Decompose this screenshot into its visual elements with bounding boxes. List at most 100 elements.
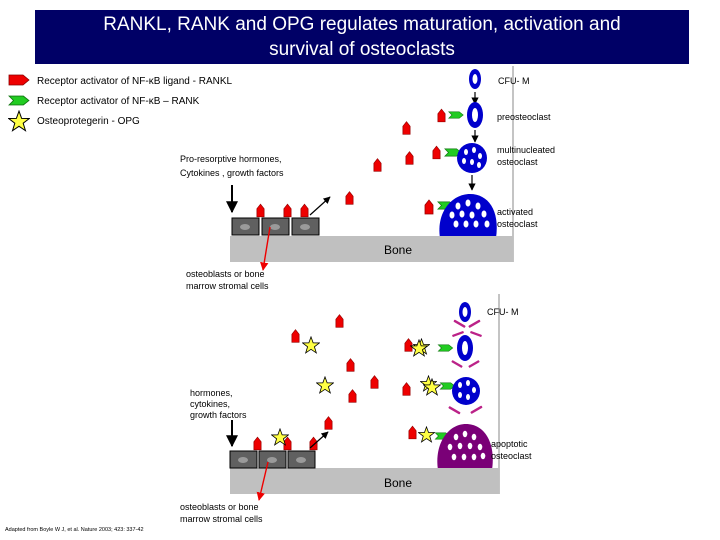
apoptosis-fragment	[451, 331, 465, 337]
apoptosis-fragment	[468, 360, 480, 368]
label-cfu-m: CFU- M	[487, 307, 519, 317]
nucleus	[467, 442, 473, 450]
soluble-rankl	[346, 358, 355, 372]
soluble-rankl	[370, 375, 379, 389]
stimuli-label-2: Cytokines , growth factors	[180, 168, 284, 178]
nucleus	[463, 220, 469, 228]
soluble-rankl	[348, 389, 357, 403]
nucleus	[472, 147, 476, 153]
soluble-rankl	[405, 151, 414, 165]
apoptosis-fragment	[470, 405, 483, 414]
rankl-marker	[424, 199, 434, 215]
title-line-1: RANKL, RANK and OPG regulates maturation…	[103, 14, 621, 35]
nucleus	[475, 202, 481, 210]
nucleus	[472, 387, 476, 393]
opg-star	[410, 339, 428, 357]
apoptosis-fragment	[448, 406, 461, 415]
stromal-label-2: marrow stromal cells	[180, 514, 263, 524]
stimuli-label-2: cytokines,	[190, 399, 230, 409]
nucleus	[464, 149, 468, 155]
nucleus	[473, 220, 479, 228]
apoptosis-fragment	[468, 319, 481, 328]
legend-rank: Receptor activator of NF-κB – RANK	[37, 96, 200, 107]
label-activated-2: osteoclast	[497, 219, 538, 229]
nucleus	[447, 443, 453, 451]
release-arrow	[309, 431, 329, 449]
nucleus	[458, 392, 462, 398]
nucleus	[469, 211, 475, 219]
top-panel: CFU- M preosteoclast multinucleated oste…	[180, 66, 555, 291]
nucleus	[462, 430, 468, 438]
stromal-pointer-arrow	[260, 226, 271, 271]
nucleus	[471, 433, 477, 441]
nucleus	[478, 153, 482, 159]
soluble-rankl	[402, 382, 411, 396]
soluble-rankl	[402, 121, 411, 135]
nucleus	[477, 443, 483, 451]
nucleus	[484, 220, 490, 228]
title-line-2: survival of osteoclasts	[269, 39, 455, 60]
rank-arrow-icon	[8, 95, 30, 106]
stromal-nucleus	[238, 457, 248, 463]
nucleus	[453, 433, 459, 441]
citation: Adapted from Boyle W J, et al. Nature 20…	[5, 527, 144, 533]
legend-opg: Osteoprotegerin - OPG	[37, 116, 140, 127]
preosteoclast-nucleus	[462, 341, 468, 355]
opg-star	[418, 426, 435, 443]
rankl-marker	[437, 108, 446, 123]
opg-star-icon	[8, 110, 30, 132]
apoptotic-osteoclast-cell	[437, 424, 493, 470]
nucleus	[481, 210, 487, 218]
nucleus	[466, 380, 470, 386]
rank-receptor	[437, 344, 454, 352]
membrane-rankl	[283, 203, 292, 218]
label-multinucleated-1: multinucleated	[497, 145, 555, 155]
stromal-pointer-arrow	[256, 461, 269, 501]
membrane-rankl	[253, 436, 262, 451]
stromal-nucleus	[296, 457, 306, 463]
soluble-rankl	[373, 158, 382, 172]
rankl-arrow-icon	[8, 74, 30, 86]
stimuli-label-1: hormones,	[190, 388, 233, 398]
label-apoptotic-2: osteoclast	[491, 451, 532, 461]
stimuli-label-1: Pro-resorptive hormones,	[180, 154, 282, 164]
multinucleated-osteoclast-cell	[457, 143, 487, 173]
bone-label: Bone	[384, 243, 412, 257]
apoptosis-fragment	[469, 331, 483, 337]
label-apoptotic-1: apoptotic	[491, 439, 528, 449]
title-banner: RANKL, RANK and OPG regulates maturation…	[35, 10, 689, 64]
soluble-rankl	[345, 191, 354, 205]
nucleus	[480, 452, 486, 460]
nucleus	[466, 394, 470, 400]
membrane-rankl	[300, 203, 309, 218]
label-activated-1: activated	[497, 207, 533, 217]
cfu-m-nucleus	[462, 307, 468, 317]
stromal-nucleus	[267, 457, 277, 463]
stromal-nucleus	[270, 224, 280, 230]
release-arrow	[309, 196, 331, 216]
stromal-nucleus	[300, 224, 310, 230]
nucleus	[455, 202, 461, 210]
bottom-panel: CFU- M	[180, 294, 532, 524]
nucleus	[462, 158, 466, 164]
soluble-rankl	[335, 314, 344, 328]
nucleus	[470, 159, 474, 165]
nucleus	[458, 382, 462, 388]
activated-osteoclast-cell	[439, 194, 497, 238]
nucleus	[449, 211, 455, 219]
soluble-rankl	[324, 416, 333, 430]
label-multinucleated-2: osteoclast	[497, 157, 538, 167]
nucleus	[453, 220, 459, 228]
bone-block	[230, 468, 499, 494]
label-cfu-m: CFU- M	[498, 76, 530, 86]
bone-label: Bone	[384, 476, 412, 490]
opg-star	[302, 336, 320, 354]
soluble-rankl	[291, 329, 300, 343]
membrane-rankl	[256, 203, 265, 218]
nucleus	[471, 453, 477, 461]
nucleus	[457, 442, 463, 450]
nucleus	[461, 453, 467, 461]
stromal-label-1: osteoblasts or bone	[180, 502, 259, 512]
stimuli-label-3: growth factors	[190, 410, 247, 420]
